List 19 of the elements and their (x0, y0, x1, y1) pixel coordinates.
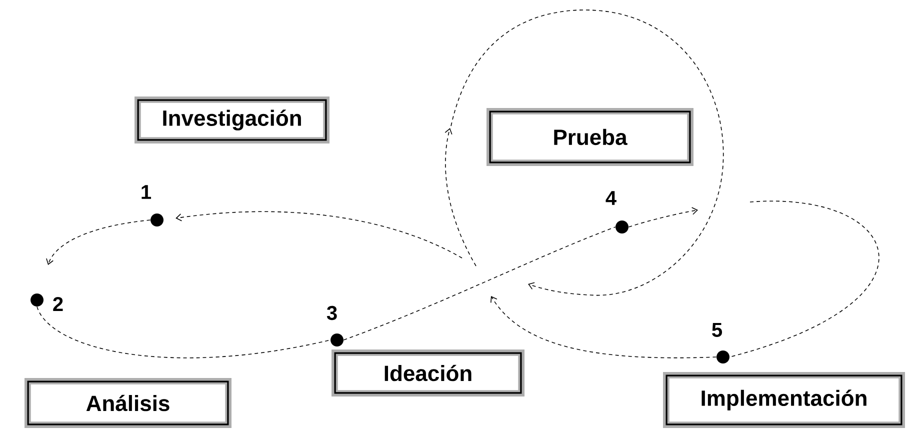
step-dot (330, 334, 344, 346)
dashed-arrow (628, 207, 698, 228)
step-number: 3 (326, 306, 337, 320)
label-box: Análisis (24, 378, 232, 428)
dashed-arrow (176, 211, 462, 258)
step-dot (150, 214, 164, 226)
label-box: Prueba (486, 108, 694, 166)
step-number: 5 (712, 323, 722, 337)
dashed-arrow (46, 220, 151, 265)
label-box: Investigación (134, 96, 330, 144)
step-dot (716, 350, 730, 364)
step-number: 2 (53, 297, 63, 311)
step-number: 4 (606, 191, 616, 205)
label-box: Implementación (663, 372, 905, 428)
dashed-arrow (490, 296, 717, 358)
label-box: Ideación (332, 350, 524, 396)
step-number: 1 (142, 185, 152, 199)
step-dot (30, 294, 44, 306)
step-dot (616, 220, 628, 234)
